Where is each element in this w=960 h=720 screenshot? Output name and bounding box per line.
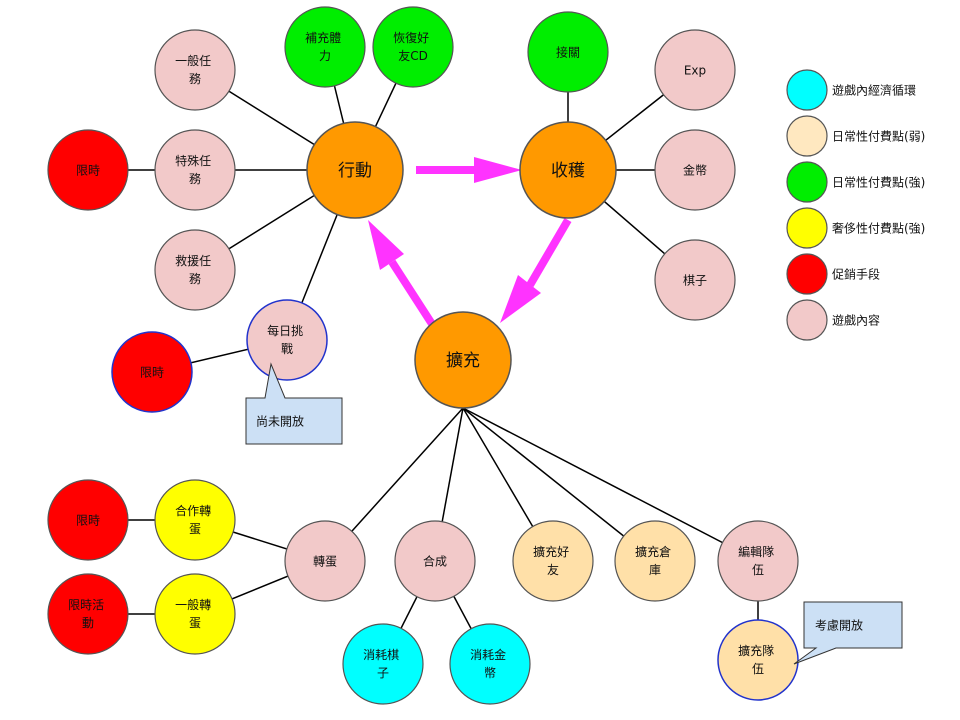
node-coop-gacha: 合作轉 蛋 bbox=[154, 479, 236, 561]
node-refill-stamina: 補充體 力 bbox=[284, 6, 366, 88]
label-limited-event: 限時活 動 bbox=[68, 598, 108, 630]
label-pieces: 棋子 bbox=[683, 274, 707, 288]
callout-considering: 考慮開放 bbox=[793, 601, 903, 665]
label-general-mission-l2: 務 bbox=[189, 72, 201, 86]
legend-item: 日常性付費點(弱) bbox=[786, 115, 925, 157]
legend-label: 促銷手段 bbox=[832, 267, 880, 282]
label-coop-gacha: 合作轉 蛋 bbox=[175, 503, 215, 536]
legend-item: 日常性付費點(強) bbox=[786, 161, 925, 203]
label-link: 接關 bbox=[556, 45, 580, 60]
core-node-action: 行動 bbox=[306, 121, 404, 219]
arrow-harvest-to-expand bbox=[500, 217, 572, 323]
label-special-mission: 特殊任 務 bbox=[175, 153, 215, 186]
node-pieces: 棋子 bbox=[654, 239, 736, 321]
legend-label: 日常性付費點(弱) bbox=[832, 129, 925, 144]
label-edit-team: 編輯隊 伍 bbox=[738, 544, 778, 577]
legend-label: 遊戲內容 bbox=[832, 313, 880, 328]
label-refill-stamina: 補充體 力 bbox=[305, 30, 345, 63]
label-exp: Exp bbox=[684, 64, 706, 78]
label-consume-gold: 消耗金 幣 bbox=[470, 647, 510, 680]
callout-considering-text: 考慮開放 bbox=[815, 618, 863, 633]
core-label-harvest: 收穫 bbox=[551, 161, 585, 181]
node-gacha: 轉蛋 bbox=[284, 520, 366, 602]
node-limited-daily: 限時 bbox=[111, 331, 193, 413]
legend-item: 奢侈性付費點(強) bbox=[786, 207, 925, 249]
node-limited-special: 限時 bbox=[47, 129, 129, 211]
node-exp: Exp bbox=[654, 29, 736, 111]
node-rescue-mission: 救援任 務 bbox=[154, 229, 236, 311]
core-label-expand: 擴充 bbox=[446, 351, 480, 371]
arrow-action-to-harvest bbox=[416, 157, 522, 183]
legend-item: 促銷手段 bbox=[786, 253, 880, 295]
legend-swatch bbox=[786, 69, 828, 111]
core-label-action: 行動 bbox=[338, 161, 372, 181]
node-consume-gold: 消耗金 幣 bbox=[449, 623, 531, 705]
label-limited-daily: 限時 bbox=[140, 366, 164, 380]
legend-item: 遊戲內經濟循環 bbox=[786, 69, 916, 111]
label-gold: 金幣 bbox=[683, 163, 707, 178]
node-daily-challenge: 每日挑 戰 bbox=[246, 299, 328, 381]
label-normal-gacha: 一般轉 蛋 bbox=[175, 597, 215, 630]
legend-swatch bbox=[786, 299, 828, 341]
label-expand-storage: 擴充倉 庫 bbox=[635, 544, 675, 577]
node-gold: 金幣 bbox=[654, 129, 736, 211]
line-expand-storage bbox=[462, 407, 656, 562]
label-gacha: 轉蛋 bbox=[313, 555, 337, 569]
arrow-expand-to-action bbox=[368, 220, 436, 327]
node-normal-gacha: 一般轉 蛋 bbox=[154, 573, 236, 655]
label-expand-friends: 擴充好 友 bbox=[533, 544, 573, 577]
label-daily-challenge: 每日挑 戰 bbox=[267, 323, 307, 356]
node-general-mission: 一般任 務 bbox=[154, 29, 236, 111]
label-general-mission-l1: 一般任 bbox=[175, 53, 211, 68]
label-consume-pieces: 消耗棋 子 bbox=[363, 648, 403, 680]
core-node-harvest: 收穫 bbox=[519, 121, 617, 219]
node-limited-event: 限時活 動 bbox=[47, 573, 129, 655]
legend-swatch bbox=[786, 253, 828, 295]
flow-arrows bbox=[368, 157, 572, 327]
label-fusion: 合成 bbox=[423, 554, 447, 569]
legend-item: 遊戲內容 bbox=[786, 299, 880, 341]
line-expand-editteam bbox=[462, 407, 759, 562]
node-link: 接關 bbox=[527, 11, 609, 93]
label-limited-coop: 限時 bbox=[76, 514, 100, 528]
label-recover-friend-cd: 恢復好 友CD bbox=[393, 30, 433, 63]
label-expand-team: 擴充隊 伍 bbox=[738, 643, 778, 676]
node-expand-friends: 擴充好 友 bbox=[512, 520, 594, 602]
legend-label: 日常性付費點(強) bbox=[832, 175, 925, 190]
label-general-mission: 一般任 務 bbox=[175, 53, 215, 86]
node-consume-pieces: 消耗棋 子 bbox=[342, 623, 424, 705]
node-fusion: 合成 bbox=[394, 520, 476, 602]
node-expand-team: 擴充隊 伍 bbox=[717, 619, 799, 701]
label-limited-special: 限時 bbox=[76, 164, 100, 178]
node-limited-coop: 限時 bbox=[47, 479, 129, 561]
legend-swatch bbox=[786, 161, 828, 203]
node-special-mission: 特殊任 務 bbox=[154, 129, 236, 211]
callout-not-open-text: 尚未開放 bbox=[256, 414, 304, 429]
node-expand-storage: 擴充倉 庫 bbox=[614, 520, 696, 602]
legend-swatch bbox=[786, 115, 828, 157]
callout-not-open: 尚未開放 bbox=[245, 362, 343, 445]
label-rescue-mission: 救援任 務 bbox=[175, 253, 215, 286]
legend-swatch bbox=[786, 207, 828, 249]
node-recover-friend-cd: 恢復好 友CD bbox=[372, 6, 454, 88]
legend-label: 奢侈性付費點(強) bbox=[832, 221, 925, 236]
core-node-expand: 擴充 bbox=[414, 311, 512, 409]
node-edit-team: 編輯隊 伍 bbox=[717, 520, 799, 602]
legend-label: 遊戲內經濟循環 bbox=[832, 83, 916, 98]
